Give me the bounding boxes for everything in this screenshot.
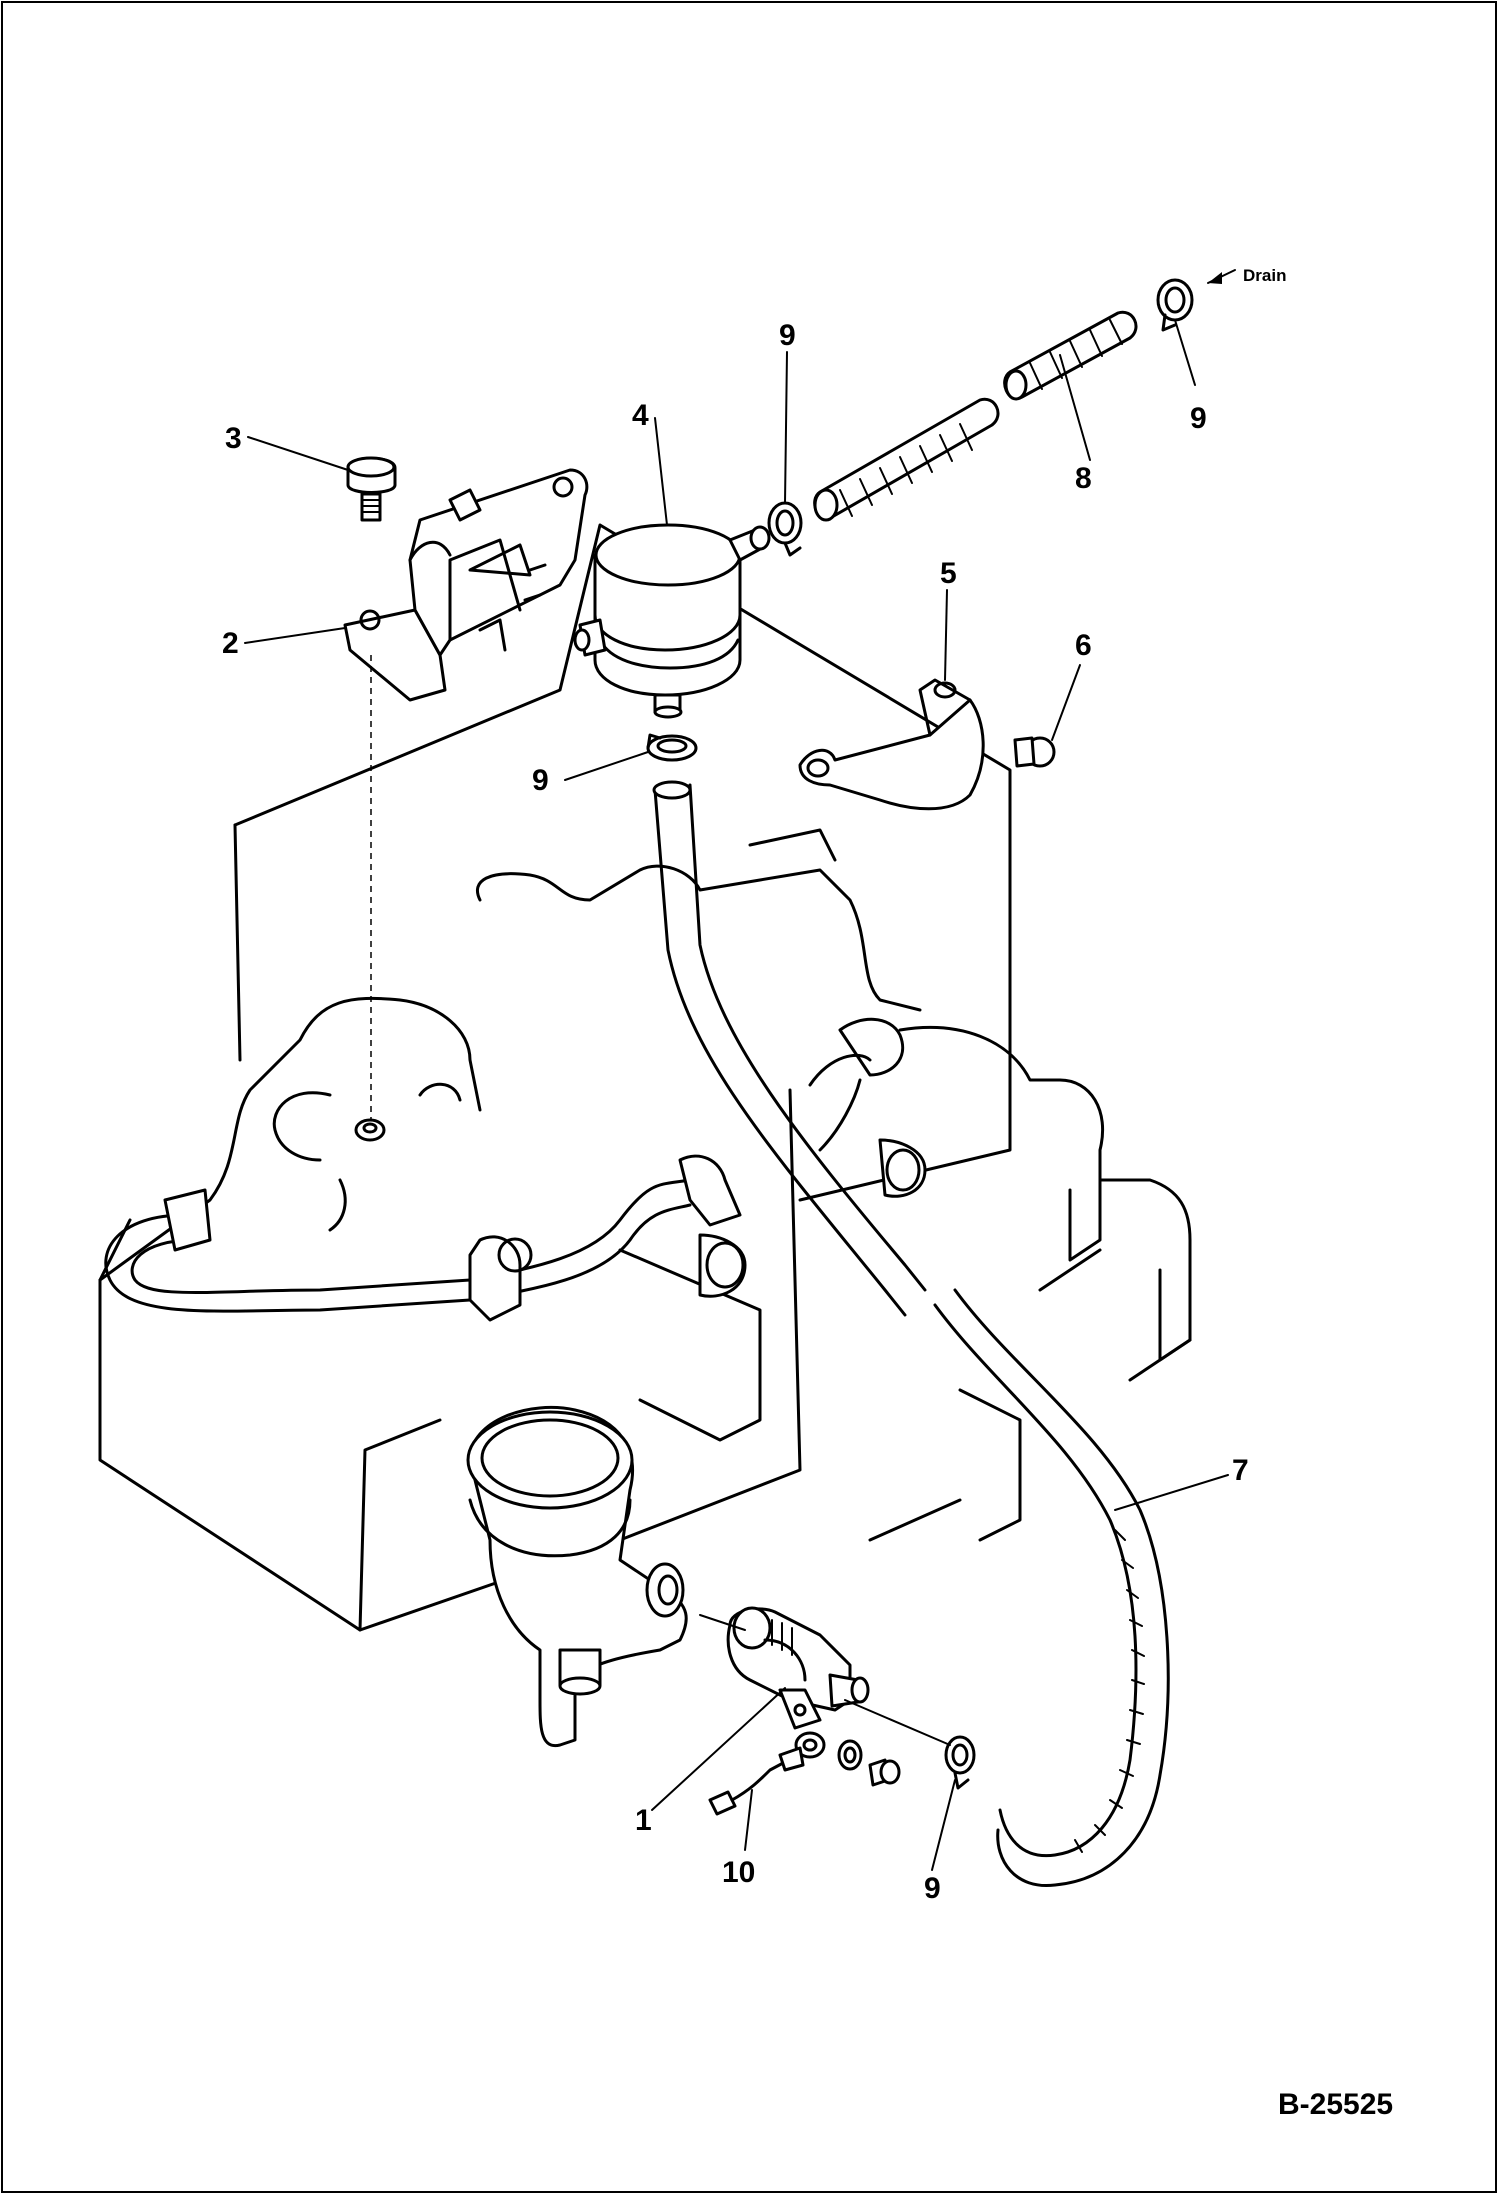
hose xyxy=(652,780,1170,1888)
sensor-unit xyxy=(726,1606,870,1730)
thermostat-housing xyxy=(466,1405,688,1748)
washer-and-bolt xyxy=(794,1731,901,1787)
clamp-at-outlet xyxy=(767,501,803,557)
strap-band xyxy=(798,678,985,811)
clamp-at-drain-end xyxy=(1156,278,1194,332)
callout-2: 2 xyxy=(222,627,239,660)
breather-hose-left xyxy=(104,1017,927,1322)
bolt xyxy=(346,456,397,522)
callout-3: 3 xyxy=(225,422,242,455)
callout-9-filter: 9 xyxy=(532,764,549,797)
callout-9-bottom: 9 xyxy=(924,1872,941,1905)
clamp-at-sensor xyxy=(944,1735,976,1790)
drain-arrow xyxy=(1207,269,1236,284)
callout-6: 6 xyxy=(1075,629,1092,662)
filter xyxy=(573,523,771,719)
callout-8: 8 xyxy=(1075,462,1092,495)
callout-5: 5 xyxy=(940,557,957,590)
callout-1: 1 xyxy=(635,1804,652,1837)
drain-label: Drain xyxy=(1243,266,1286,285)
callout-10: 10 xyxy=(722,1856,755,1889)
reference-code: B-25525 xyxy=(1278,2088,1393,2121)
leader-lines xyxy=(244,319,1229,1871)
callout-9-right: 9 xyxy=(1190,402,1207,435)
clamp-under-filter xyxy=(646,733,698,762)
bracket xyxy=(343,468,589,702)
callout-9-top: 9 xyxy=(779,319,796,352)
strap-bolt xyxy=(1013,736,1056,768)
drain-hose xyxy=(813,310,1138,522)
callout-7: 7 xyxy=(1232,1454,1249,1487)
callout-4: 4 xyxy=(632,399,649,432)
lead-wire xyxy=(708,1746,805,1816)
